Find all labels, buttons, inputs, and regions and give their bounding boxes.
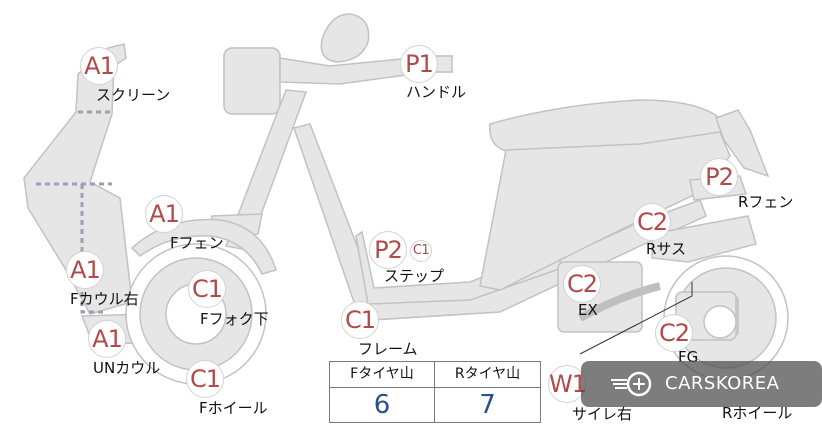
- r-wheel-label: Rホイール: [722, 404, 793, 422]
- tire-tread-table: Fタイヤ山 Rタイヤ山 6 7: [329, 361, 541, 423]
- handle-code-badge: P1: [400, 45, 438, 83]
- frame-label: フレーム: [358, 340, 418, 358]
- carskorea-watermark: CARSKOREA: [581, 361, 822, 407]
- watermark-text: CARSKOREA: [665, 373, 780, 394]
- f-fender-label: Fフェン: [170, 234, 224, 252]
- f-wheel-code-badge: C1: [186, 360, 224, 398]
- front-tire-value: 6: [330, 388, 435, 422]
- ex-code-badge: C2: [563, 265, 601, 303]
- rear-tail-shape: [715, 109, 770, 178]
- r-fender-label: Rフェン: [738, 193, 794, 211]
- muffler-code-badge: W1: [548, 365, 587, 403]
- un-cowl-label: UNカウル: [93, 359, 161, 377]
- screen-code-badge: A1: [80, 47, 118, 85]
- un-cowl-code-badge: A1: [88, 320, 126, 358]
- f-fender-code-badge: A1: [145, 195, 183, 233]
- seat-shape: [489, 99, 727, 153]
- r-sus-label: Rサス: [646, 240, 687, 258]
- f-fork-code-badge: C1: [188, 270, 226, 308]
- r-fender-code-badge: P2: [700, 158, 738, 196]
- headlight-shape: [223, 47, 281, 115]
- frame-code-badge: C1: [341, 301, 379, 339]
- front-tire-header: Fタイヤ山: [330, 362, 435, 388]
- carskorea-logo-icon: [611, 371, 652, 397]
- f-cowl-code-badge: A1: [66, 251, 104, 289]
- rear-tire-value: 7: [479, 390, 496, 420]
- muffler-label: サイレ右: [572, 405, 633, 423]
- step-code2-badge: C1: [410, 240, 432, 262]
- exhaust-pipe-shape: [578, 282, 661, 322]
- f-cowl-label: Fカウル右: [70, 290, 139, 308]
- screen-label: スクリーン: [96, 86, 171, 104]
- handle-label: ハンドル: [406, 83, 467, 101]
- f-wheel-label: Fホイール: [199, 399, 268, 417]
- rear-sus-shape: [651, 215, 757, 263]
- step-code-badge: P2: [369, 231, 407, 269]
- step-label: ステップ: [384, 267, 445, 285]
- mirror-shape: [320, 13, 370, 63]
- fg-code-badge: C2: [655, 314, 693, 352]
- rear-tire-header: Rタイヤ山: [435, 362, 540, 388]
- ex-label: EX: [578, 301, 598, 319]
- f-fork-label: Fフォク下: [200, 310, 269, 328]
- front-fender-shape: [130, 218, 277, 275]
- r-sus-code-badge: C2: [633, 203, 671, 241]
